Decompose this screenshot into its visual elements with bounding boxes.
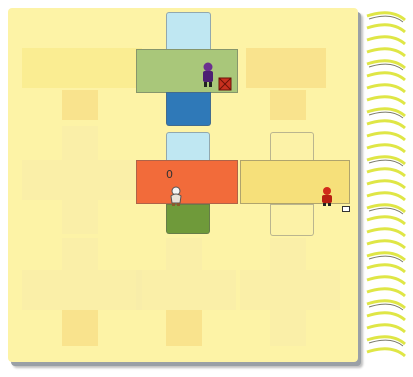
ghost-tile <box>62 310 98 346</box>
ghost-tile <box>240 270 340 310</box>
ghost-tile <box>62 126 98 160</box>
ghost-tile <box>136 270 236 310</box>
ghost-tile <box>62 90 98 120</box>
selected-cell-label: 0 <box>166 168 173 181</box>
notebook-spiral-binding <box>361 10 411 360</box>
ghost-tile <box>62 48 102 88</box>
ghost-tile <box>62 270 102 310</box>
tile-blue[interactable] <box>166 92 211 126</box>
ghost-tile <box>62 238 98 270</box>
tile-dark-green[interactable] <box>166 204 210 234</box>
red-crate-icon[interactable] <box>218 76 232 90</box>
tile-sky[interactable] <box>166 12 211 50</box>
tile-outline[interactable] <box>270 204 314 236</box>
ghost-tile <box>270 310 306 346</box>
ghost-tile <box>22 160 62 200</box>
ghost-tile <box>286 48 326 88</box>
ghost-tile <box>22 48 62 88</box>
ghost-tile <box>166 238 202 270</box>
red-character-icon[interactable] <box>320 186 334 206</box>
ghost-tile <box>270 238 306 270</box>
ghost-tile <box>246 48 286 88</box>
notebook-page: 0 <box>8 8 358 362</box>
ghost-tile <box>62 200 98 234</box>
ghost-tile <box>62 160 102 200</box>
ghost-tile <box>270 90 306 120</box>
ghost-tile <box>102 160 138 200</box>
tile-sky[interactable] <box>166 132 210 162</box>
purple-character-icon[interactable] <box>200 62 216 88</box>
ghost-tile <box>166 310 202 346</box>
tile-outline[interactable] <box>270 132 314 162</box>
small-box-icon[interactable] <box>342 197 350 203</box>
white-character-icon[interactable] <box>168 186 184 206</box>
ghost-tile <box>22 270 62 310</box>
tile-orange-selected[interactable] <box>136 160 238 204</box>
